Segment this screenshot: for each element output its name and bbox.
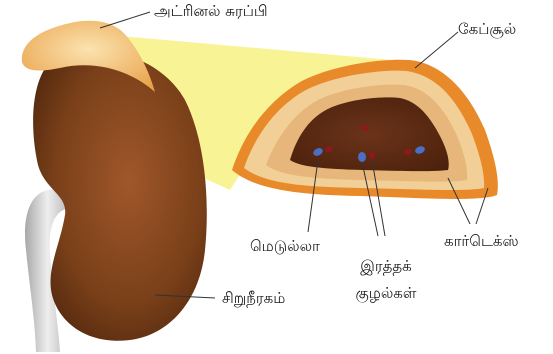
leader-line-adrenal (100, 12, 150, 28)
label-capsule: கேப்சூல் (458, 20, 516, 38)
label-cortex: கார்டெக்ஸ் (444, 232, 519, 250)
label-medulla: மெடுல்லா (250, 237, 320, 255)
label-blood-vessels-line1: இரத்தக் (348, 257, 424, 275)
label-adrenal-gland: அட்ரினல் சுரப்பி (154, 2, 268, 20)
label-blood-vessels-line2: குழல்கள் (340, 284, 432, 302)
kidney-shape (33, 50, 207, 340)
label-kidney: சிறுநீரகம் (222, 289, 285, 307)
blood-vessel-blue (358, 152, 366, 162)
blood-vessel-red (369, 151, 375, 159)
leader-line-capsule (415, 32, 458, 68)
